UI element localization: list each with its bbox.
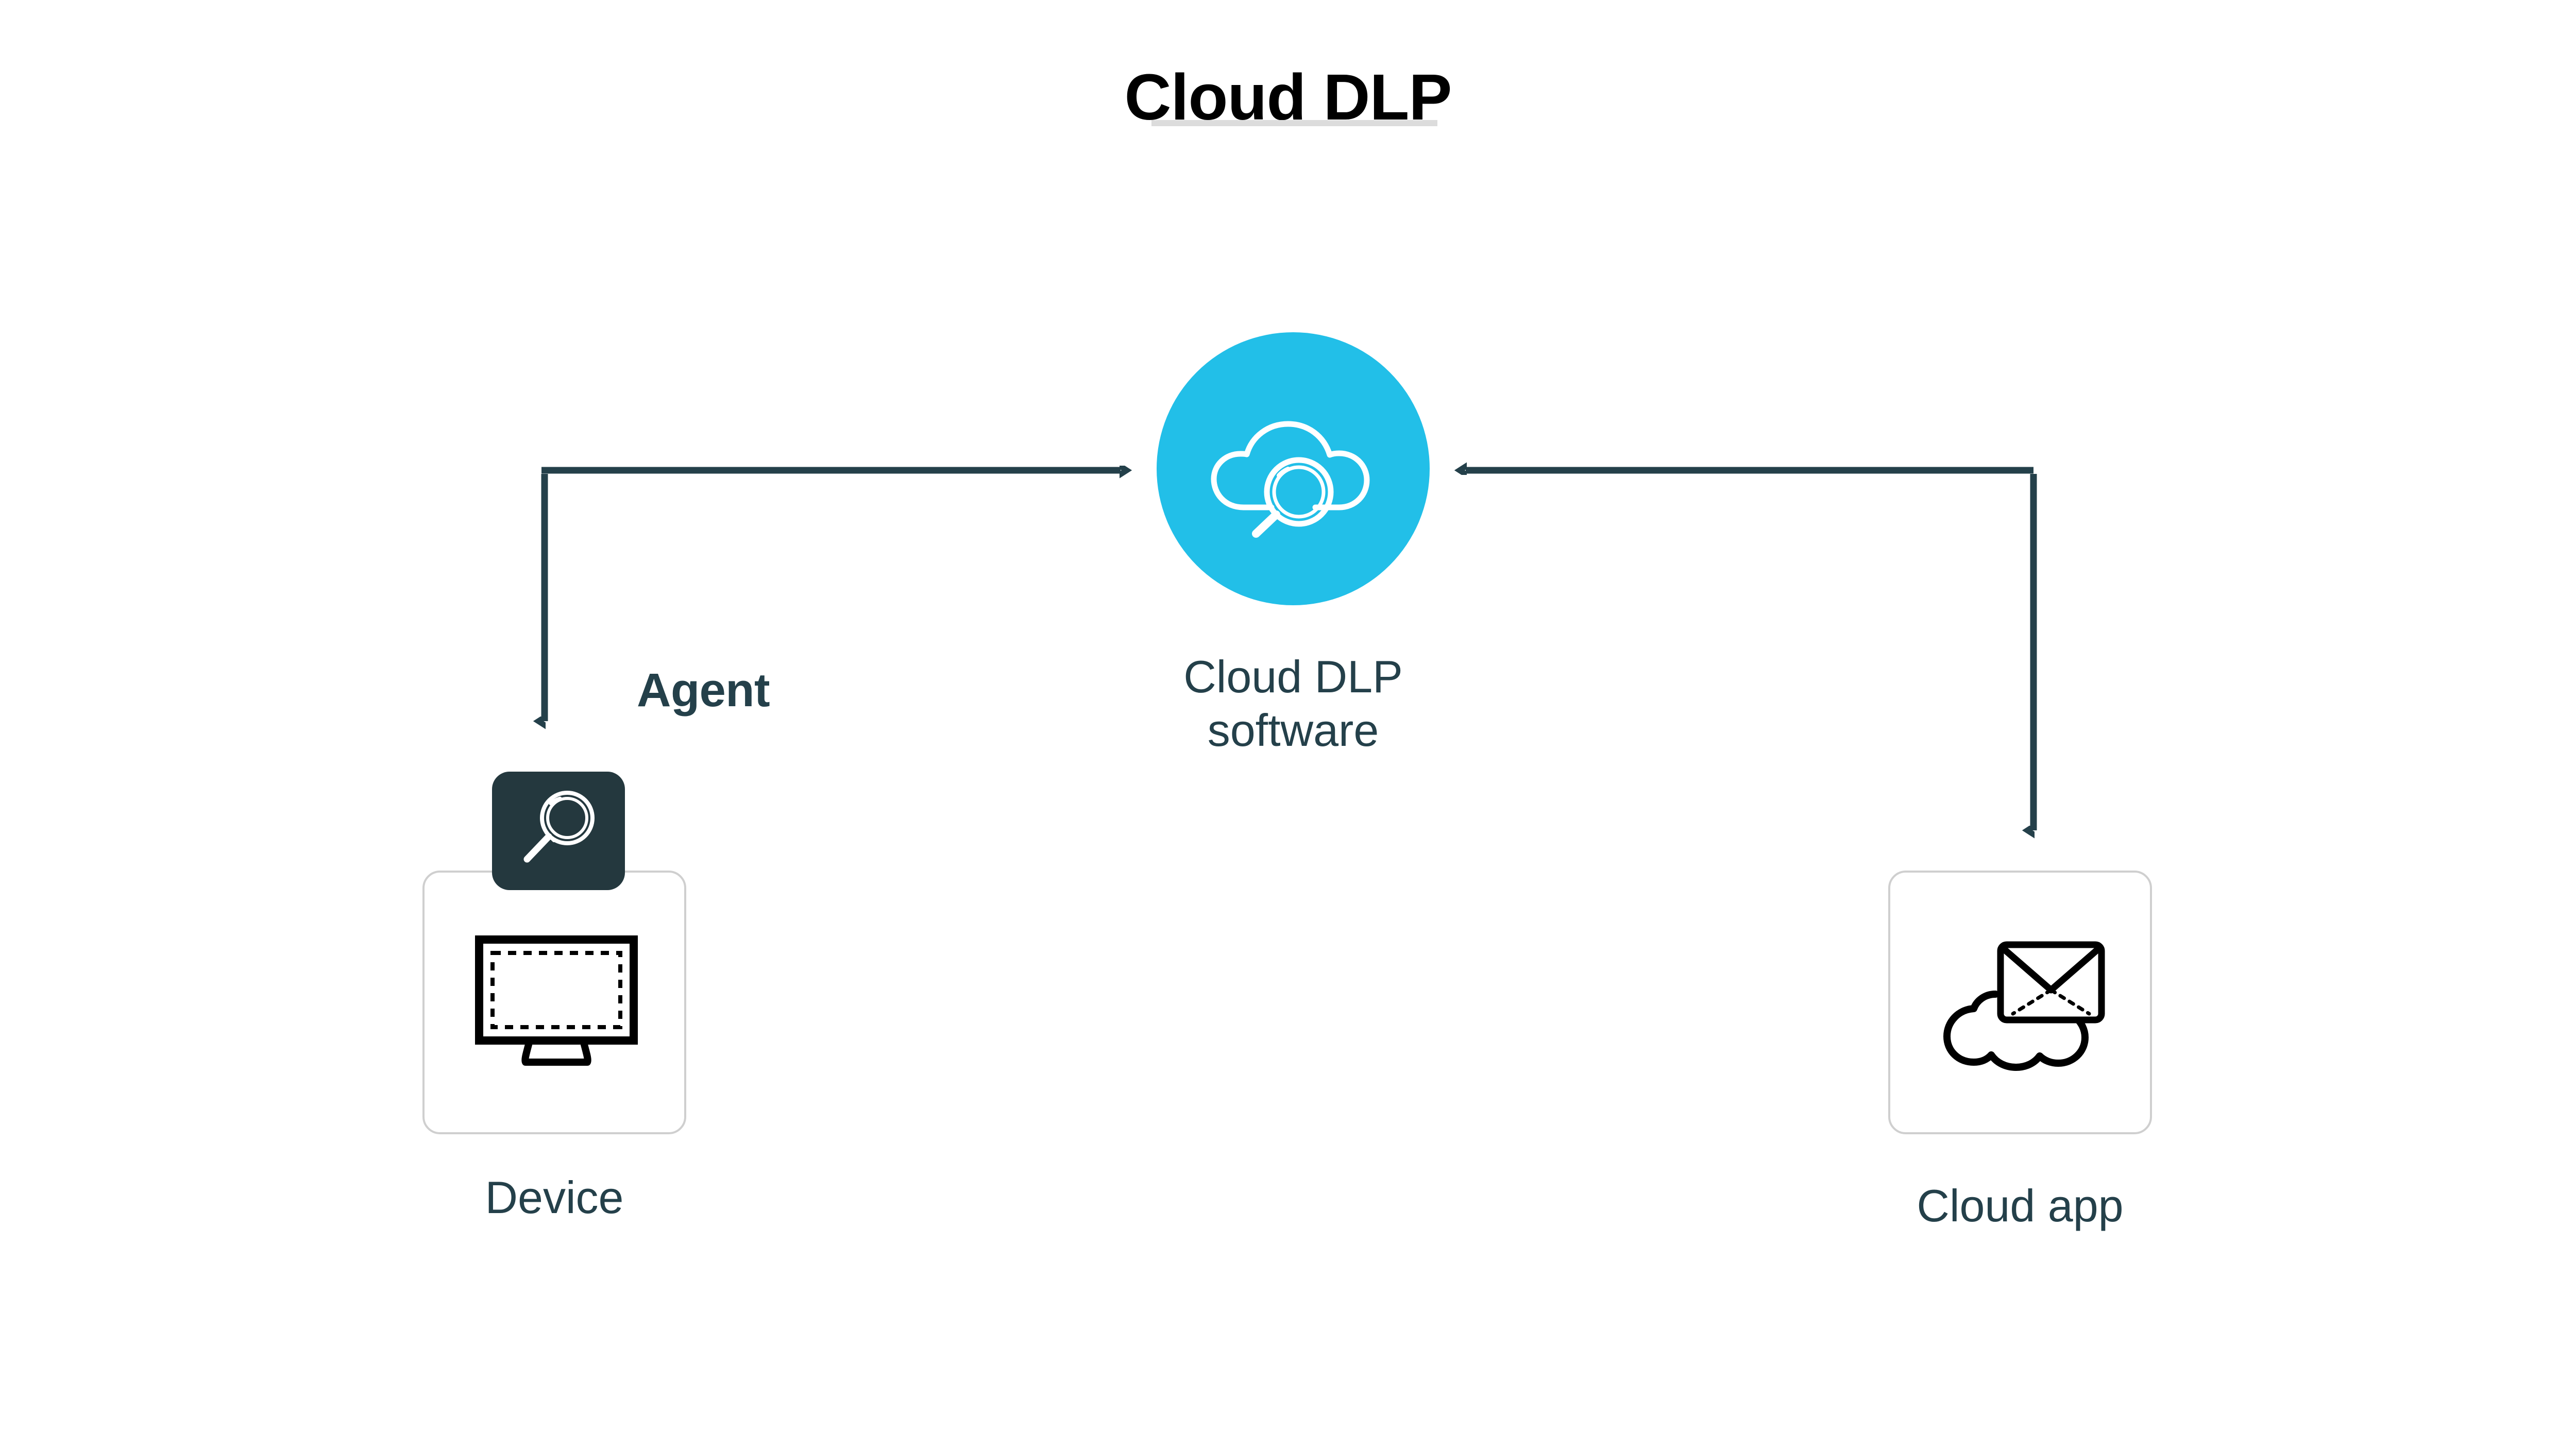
cloud-envelope-icon <box>1943 941 2105 1071</box>
cloud-app-card[interactable] <box>1888 871 2152 1134</box>
connector-device-to-hub <box>541 470 1121 721</box>
title-underline <box>1151 120 1437 126</box>
hub-label: Cloud DLP software <box>1183 651 1403 756</box>
agent-badge[interactable] <box>492 772 625 890</box>
hub-node-cloud-dlp-software[interactable] <box>1157 332 1430 605</box>
connector-cloud-app-to-hub <box>1466 470 2037 830</box>
agent-label: Agent <box>637 664 770 717</box>
magnifier-icon <box>523 791 595 863</box>
device-label: Device <box>485 1172 624 1223</box>
monitor-icon <box>475 935 638 1066</box>
cloud-magnifier-icon <box>1211 421 1370 538</box>
cloud-app-label: Cloud app <box>1917 1180 2124 1231</box>
device-card[interactable] <box>422 871 686 1134</box>
